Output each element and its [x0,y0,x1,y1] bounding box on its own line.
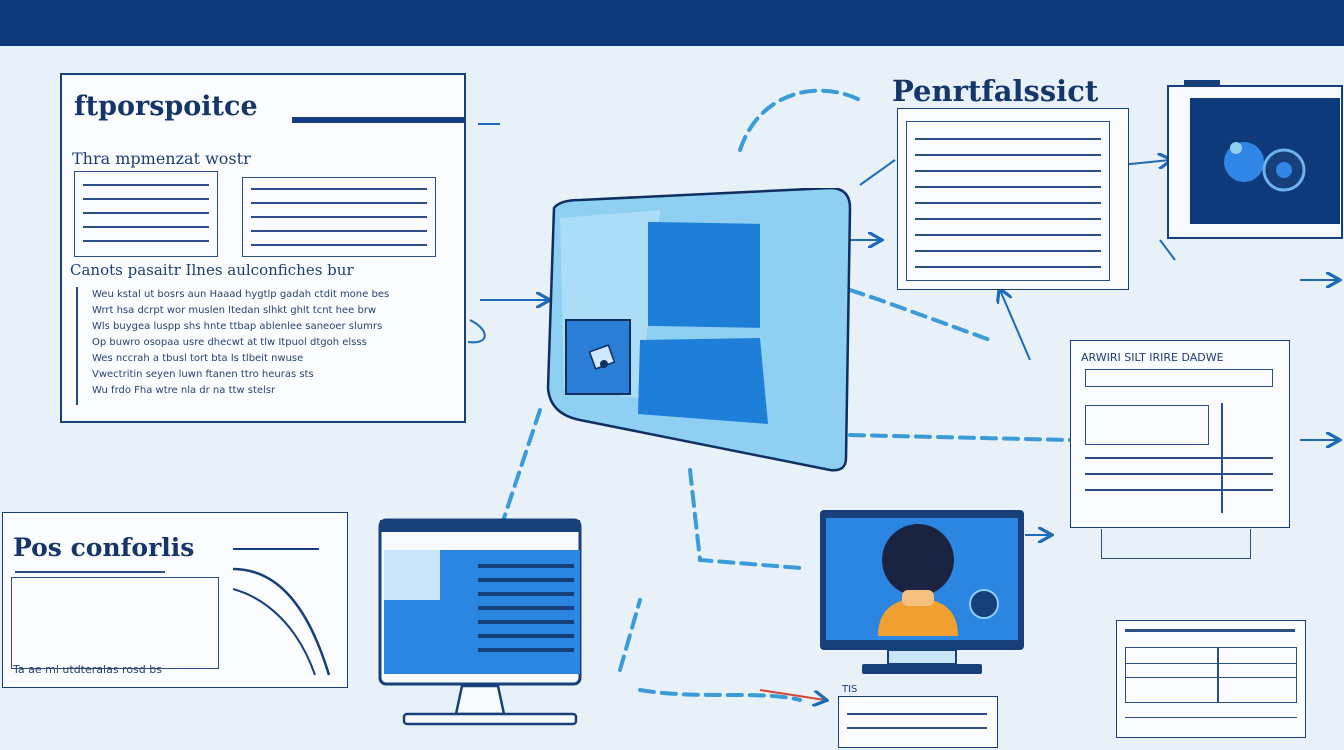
connector-hub-midright [848,433,1072,442]
form-field-2 [1085,405,1209,445]
title-underline-bar [292,117,464,123]
hub-window-graphic [546,186,852,472]
text-block: Weu kstal ut bosrs aun Haaad hygtlp gada… [76,287,416,405]
connector-hub-right [848,288,992,342]
screen-top-right [1166,78,1344,240]
panel-top-left-document: ftporspoitce Thra mpmenzat wostr Canots … [60,73,466,423]
screen-graphic [1167,80,1343,239]
text-line: Vwectritin seyen luwn ftanen ttro heuras… [92,369,314,380]
arrow-up-to-doc [1000,290,1031,361]
doc-inner-box [906,121,1110,281]
panel-top-right-title: Penrtfalssict [892,74,1099,108]
panel-top-left-title: ftporspoitce [74,91,258,122]
list-box-left [74,171,218,257]
panel-mid-right-header: ARWIRI SILT IRIRE DADWE [1081,351,1224,364]
connector-left-lower [618,598,642,672]
text-line: Weu kstal ut bosrs aun Haaad hygtlp gada… [92,289,390,300]
form-field-1 [1085,369,1273,387]
connector-hub-down [688,468,802,570]
text-line: Wrrt hsa dcrpt wor muslen ltedan slhkt g… [92,305,377,316]
panel-top-left-subtitle: Thra mpmenzat wostr [72,149,251,168]
curve-graphic [232,548,331,676]
monitor-graphic [378,518,582,726]
panel-bottom-left-caption: Ta ae ml utdteralas rosd bs [13,663,162,676]
title-underline [15,571,165,573]
bottom-center-box [838,696,998,748]
face-monitor-graphic [820,510,1024,674]
bottom-center-label: TIS [842,684,858,695]
text-line: Op buwro osopaa usre dhecwt at tlw Itpuo… [92,337,367,348]
panel-bottom-right-table [1116,620,1306,738]
text-line: Wls buygea luspp shs hnte ttbap ablenlee… [92,321,383,332]
table-grid [1125,647,1297,703]
form-footer-box [1101,529,1251,559]
bottom-left-inner-box [11,577,219,669]
panel-bottom-left-title: Pos conforlis [13,533,195,562]
arrow-swirl [467,319,486,344]
connector-arc-top [738,88,862,152]
text-line: Wu frdo Fha wtre nla dr na ttw stelsr [92,385,276,396]
arrow-doc-left-stub [859,159,896,186]
monitor-face [818,508,1026,678]
list-box-right [242,177,436,257]
top-banner [0,0,1344,46]
panel-bottom-left: Pos conforlis Ta ae ml utdteralas rosd b… [2,512,348,688]
central-hub-window [540,186,852,473]
panel-mid-right-form: ARWIRI SILT IRIRE DADWE [1070,340,1290,559]
panel-top-left-heading2: Canots pasaitr Ilnes aulconfiches bur [70,261,354,279]
panel-top-right-document [897,108,1129,290]
monitor-center [378,518,610,732]
text-line: Wes nccrah a tbusl tort bta ls tlbeit nw… [92,353,304,364]
arrow-screen-corner [1159,239,1176,261]
arrow-red [759,689,825,700]
connector-bottom-curve [638,688,802,702]
